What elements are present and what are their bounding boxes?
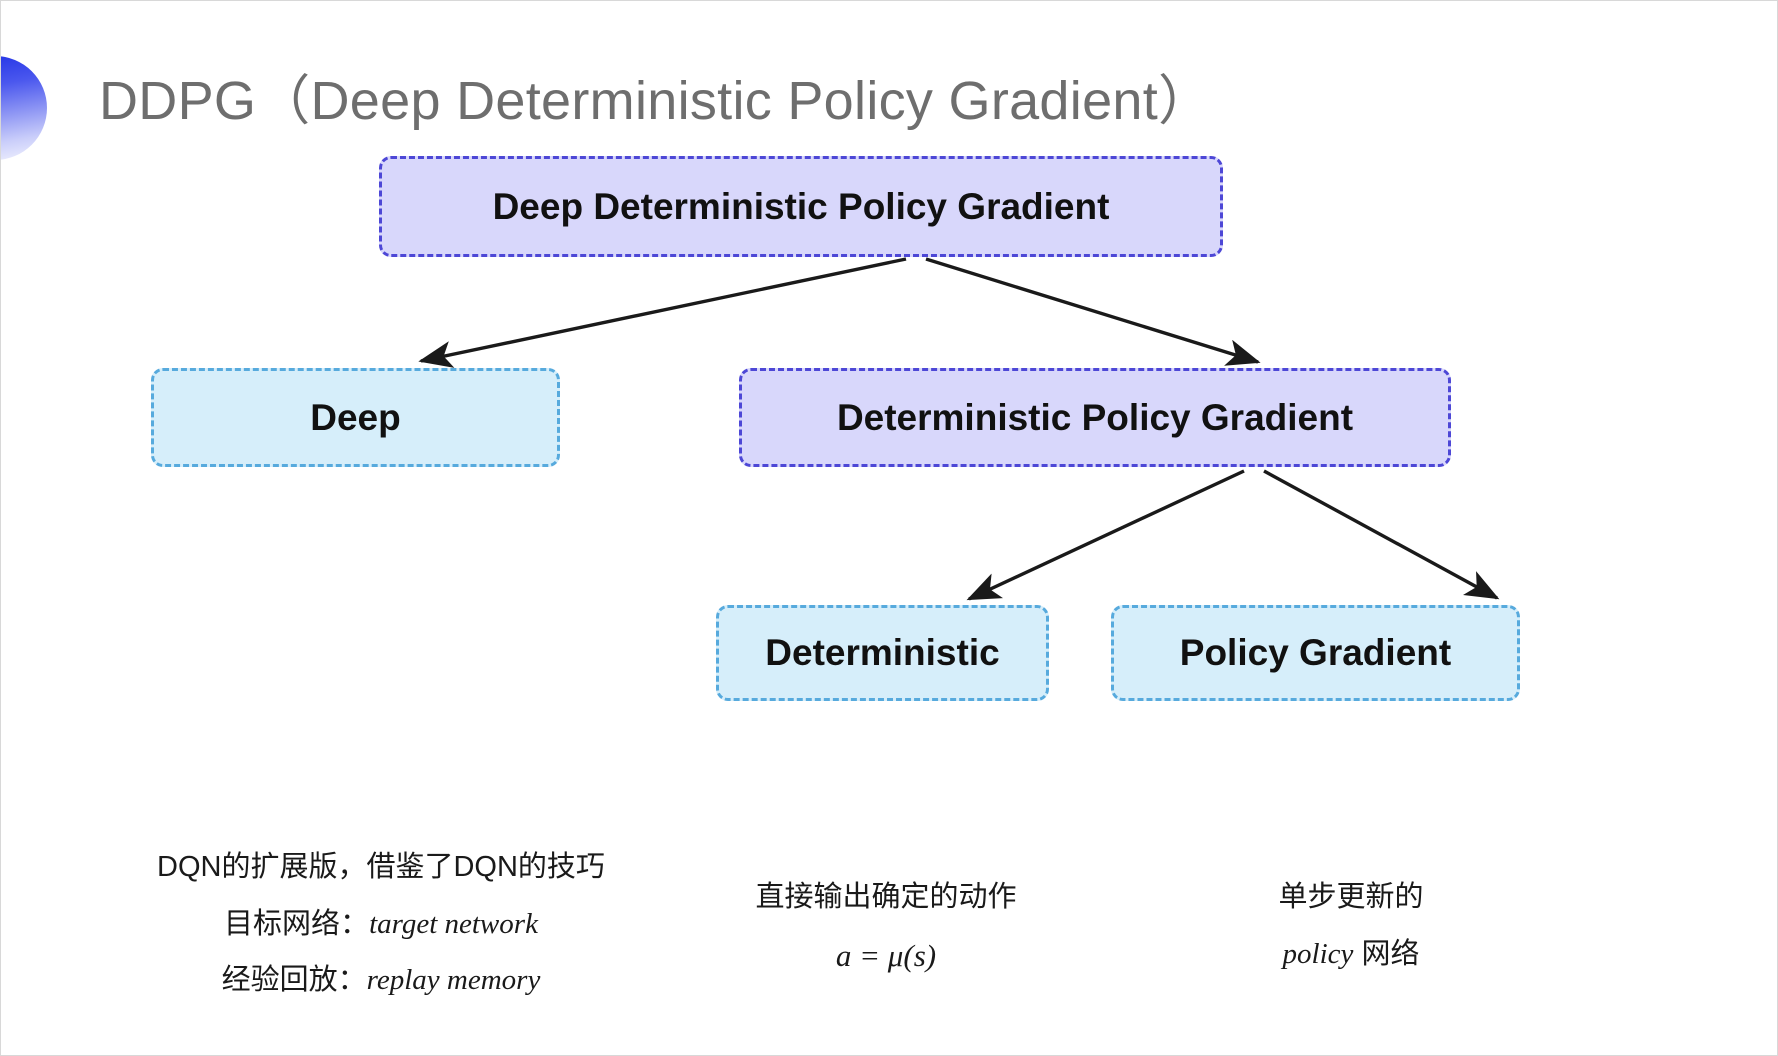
caption-deep-line3: 经验回放：replay memory <box>121 952 641 1009</box>
caption-policy-gradient-suffix: 网络 <box>1353 937 1420 970</box>
caption-deep: DQN的扩展版，借鉴了DQN的技巧 目标网络：target network 经验… <box>121 839 641 1009</box>
caption-policy-gradient-term: policy <box>1282 937 1354 970</box>
caption-deep-line3-term: replay memory <box>366 964 541 997</box>
node-deep-label: Deep <box>310 396 401 438</box>
node-policy-gradient-label: Policy Gradient <box>1179 632 1452 673</box>
caption-deterministic: 直接输出确定的动作 a = μ(s) <box>691 869 1081 986</box>
caption-deep-line3-label: 经验回放： <box>221 964 367 997</box>
caption-policy-gradient: 单步更新的 policy 网络 <box>1161 869 1541 982</box>
edge-root-to-dpg <box>925 257 1261 366</box>
caption-deep-line2-label: 目标网络： <box>224 907 370 940</box>
caption-deep-line1: DQN的扩展版，借鉴了DQN的技巧 <box>157 851 605 883</box>
node-deep[interactable]: Deep <box>151 368 560 467</box>
caption-policy-gradient-line1: 单步更新的 <box>1278 881 1424 913</box>
node-deterministic-label: Deterministic <box>765 632 1000 673</box>
edge-dpg-to-policygradient <box>1263 469 1500 600</box>
node-policy-gradient[interactable]: Policy Gradient <box>1111 605 1520 701</box>
edge-dpg-to-deterministic <box>966 469 1245 601</box>
page-title: DDPG（Deep Deterministic Policy Gradient） <box>99 71 1213 131</box>
node-dpg-label: Deterministic Policy Gradient <box>836 396 1354 438</box>
caption-deterministic-line1: 直接输出确定的动作 <box>755 881 1017 913</box>
node-root[interactable]: Deep Deterministic Policy Gradient <box>379 156 1223 257</box>
caption-policy-gradient-line2: policy 网络 <box>1161 926 1541 983</box>
caption-deterministic-formula: a = μ(s) <box>835 937 937 973</box>
node-deterministic[interactable]: Deterministic <box>716 605 1049 701</box>
node-root-label: Deep Deterministic Policy Gradient <box>492 185 1110 227</box>
half-circle-gradient-icon <box>1 56 47 160</box>
caption-deep-line2: 目标网络：target network <box>121 896 641 953</box>
caption-deep-line2-term: target network <box>369 907 538 940</box>
node-deterministic-policy-gradient[interactable]: Deterministic Policy Gradient <box>739 368 1451 467</box>
edge-root-to-deep <box>418 257 907 368</box>
